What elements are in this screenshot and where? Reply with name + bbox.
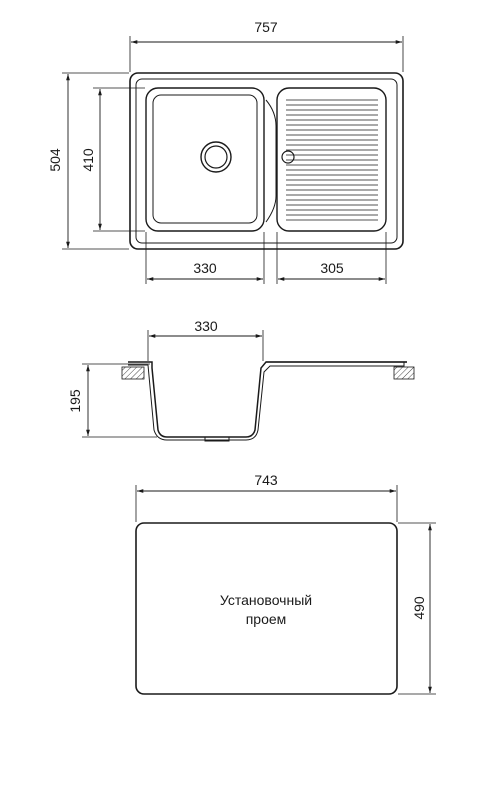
sink-profile-inner [128, 362, 405, 441]
cutout-depth-label: 490 [411, 596, 427, 620]
drain-hole [200, 141, 232, 173]
drainer-outline [276, 87, 387, 232]
dim-side-bowl-height: 195 [67, 363, 157, 438]
cutout-label-line1: Установочный [220, 592, 312, 608]
bowl-depth-label: 410 [80, 148, 96, 172]
drain-hole-inner [204, 145, 228, 169]
top-view: 757 504 410 330 305 [47, 19, 404, 284]
bowl-inner [152, 94, 258, 224]
cutout-outline [135, 522, 398, 695]
cutout-label-line2: проем [246, 611, 287, 627]
dim-overall-width: 757 [129, 19, 404, 72]
dim-cutout-width: 743 [135, 472, 398, 522]
countertop-left [121, 366, 145, 380]
faucet-area-outline [265, 99, 277, 223]
dim-bowl-width: 330 [145, 232, 265, 284]
overall-depth-label: 504 [47, 148, 63, 172]
side-bowl-width-label: 330 [194, 318, 218, 334]
faucet-hole [281, 150, 295, 164]
overall-width-label: 757 [254, 19, 278, 35]
cutout-view: Установочный проем 743 490 [135, 472, 436, 695]
bowl-outline [145, 87, 265, 232]
sink-profile [128, 361, 407, 438]
drain-stub [204, 436, 230, 442]
drainer-width-label: 305 [320, 260, 344, 276]
bowl-width-label: 330 [193, 260, 217, 276]
dim-overall-depth: 504 [47, 72, 129, 250]
side-view: 330 195 [67, 318, 415, 442]
sink-outline [129, 72, 404, 250]
sink-rim-inner [135, 78, 398, 244]
drainer-ribs [286, 99, 378, 221]
cutout-width-label: 743 [254, 472, 278, 488]
side-bowl-height-label: 195 [67, 389, 83, 413]
dim-bowl-depth: 410 [80, 87, 145, 232]
countertop-right [393, 366, 415, 380]
dim-cutout-depth: 490 [398, 522, 436, 695]
dim-drainer-width: 305 [276, 232, 387, 284]
dim-side-bowl-width: 330 [147, 318, 264, 361]
